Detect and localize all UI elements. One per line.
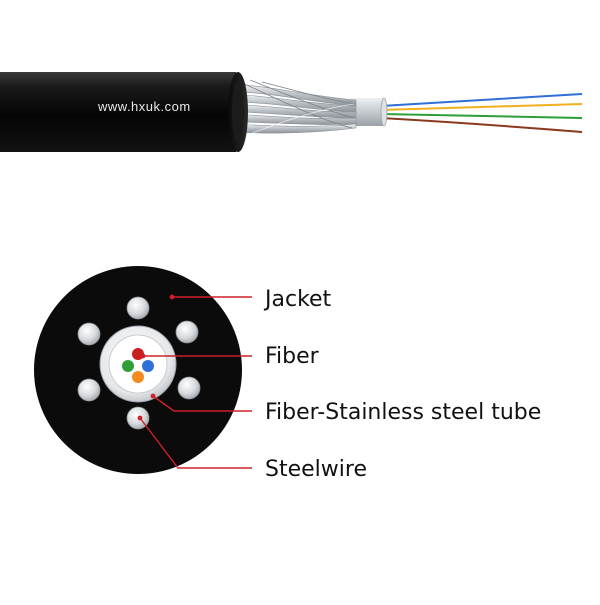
steel-wires-side (231, 79, 357, 137)
fiber-blue-dot (142, 360, 154, 372)
steelwire-disc (177, 376, 201, 400)
leader-tube (152, 395, 252, 412)
steelwire-disc (77, 378, 101, 402)
cable-side-view (0, 72, 583, 152)
fiber-green-dot (122, 360, 134, 372)
fiber-brown (379, 117, 583, 133)
jacket-side (0, 72, 243, 152)
fiber-yellow (379, 103, 583, 111)
leader-steelwire (139, 417, 252, 469)
label-steelwire: Steelwire (265, 457, 367, 482)
label-fiber: Fiber (265, 344, 319, 369)
steelwire-disc (77, 322, 101, 346)
label-jacket: Jacket (265, 287, 332, 312)
fiber-blue (379, 93, 583, 107)
cable-cross-section (34, 266, 242, 474)
leader-lines (137, 294, 252, 469)
fiber-orange-dot (132, 371, 144, 383)
fiber-green (379, 113, 583, 119)
steelwire-disc (126, 296, 150, 320)
steelwire-disc (175, 320, 199, 344)
label-stainless-tube: Fiber-Stainless steel tube (265, 400, 542, 425)
website-text: www.hxuk.com (98, 99, 191, 114)
